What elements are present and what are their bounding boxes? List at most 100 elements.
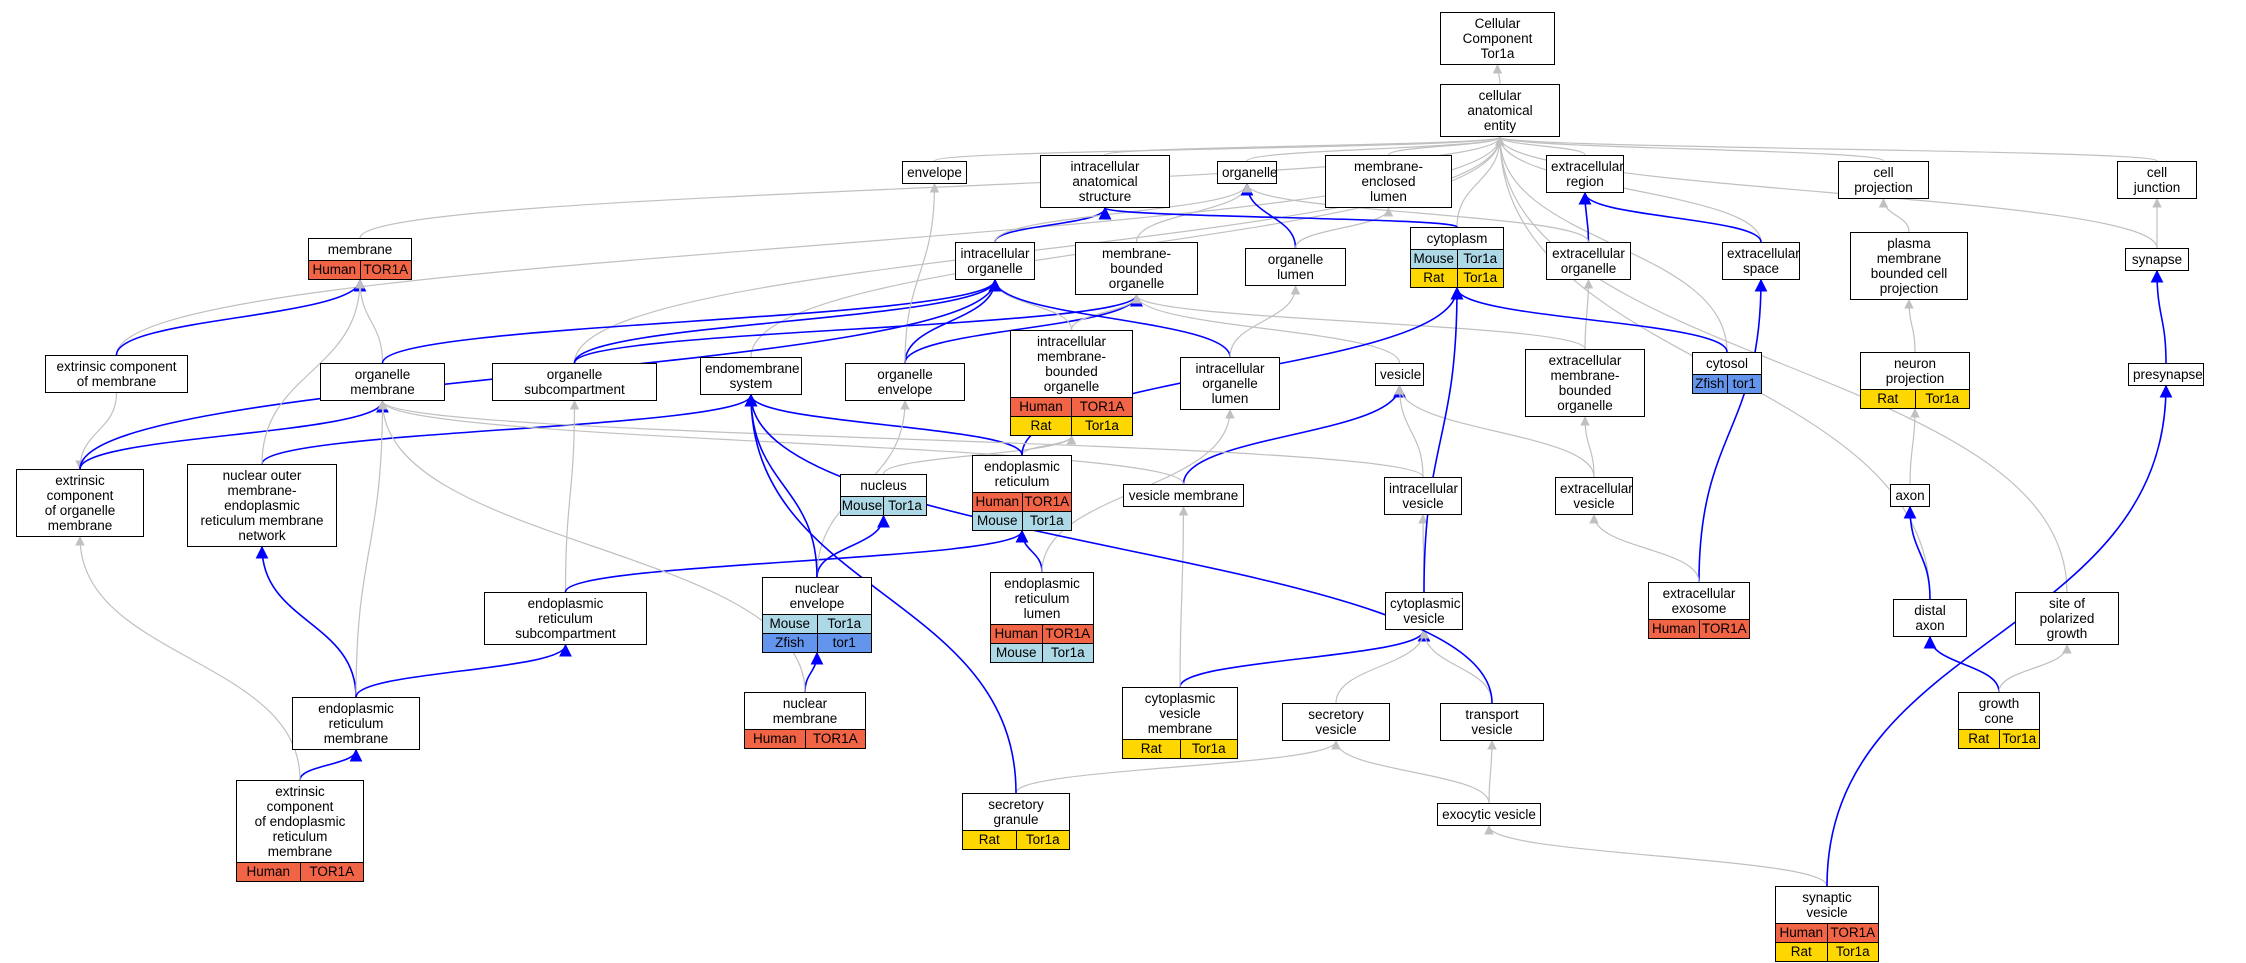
go-term-nomern[interactable]: nuclear outer membrane-endoplasmic retic… <box>187 464 337 547</box>
edge-growthcone-to-distaxon <box>1923 635 2000 693</box>
term-label: extracellular region <box>1551 159 1624 189</box>
edge-icves-to-orgmem <box>377 400 1424 478</box>
edge-axon-to-neuproj <box>1909 408 1920 485</box>
go-term-ecspace[interactable]: extracellular space <box>1722 242 1800 280</box>
go-term-presyn[interactable]: presynapse <box>2128 363 2204 386</box>
go-term-synapse[interactable]: synapse <box>2125 248 2189 271</box>
go-term-pmbcp[interactable]: plasma membrane bounded cell projection <box>1850 232 1968 300</box>
go-term-organelle[interactable]: organelle <box>1217 161 1278 184</box>
go-term-axon[interactable]: axon <box>1890 484 1930 507</box>
go-term-vesmem[interactable]: vesicle membrane <box>1123 484 1244 507</box>
go-term-ecr[interactable]: extracellular region <box>1546 155 1624 193</box>
term-label: endoplasmic reticulum subcompartment <box>515 596 616 641</box>
go-term-sopg[interactable]: site of polarized growth <box>2015 592 2119 645</box>
term-label: Cellular Component Tor1a <box>1462 16 1533 61</box>
species-cell: Mouse <box>769 616 811 631</box>
go-term-imbo[interactable]: intracellular membrane-bounded organelle… <box>1010 330 1133 436</box>
term-label: nucleus <box>860 478 907 493</box>
go-term-orgsub[interactable]: organelle subcompartment <box>492 363 657 401</box>
edge-vesmem-to-vesicle <box>1182 384 1406 485</box>
term-label: organelle <box>1222 165 1278 180</box>
species-cell: Rat <box>1877 391 1899 406</box>
go-term-icves[interactable]: intracellular vesicle <box>1384 477 1462 515</box>
term-label: nuclear outer membrane-endoplasmic retic… <box>200 468 324 543</box>
species-cell: Rat <box>1423 270 1445 285</box>
term-label: axon <box>1895 488 1925 503</box>
edge-cvm-to-cytves <box>1179 628 1431 688</box>
go-term-orgmem[interactable]: organelle membrane <box>320 363 445 401</box>
go-term-vesicle[interactable]: vesicle <box>1375 363 1424 386</box>
go-term-endosys[interactable]: endomembrane system <box>700 357 802 395</box>
go-term-exoves[interactable]: exocytic vesicle <box>1437 803 1541 826</box>
go-term-root[interactable]: Cellular Component Tor1a <box>1440 12 1555 65</box>
go-term-ecorg[interactable]: extracellular organelle <box>1546 242 1631 280</box>
term-label: growth cone <box>1978 696 2020 726</box>
edge-ecves-to-embo <box>1580 416 1595 478</box>
species-cell: Rat <box>1030 418 1052 433</box>
edge-intorg-to-ias <box>994 206 1112 243</box>
edge-pmbcp-to-cellproj <box>1878 198 1910 233</box>
edge-transves-to-cytves <box>1419 629 1493 704</box>
edge-intorg-to-organelle <box>994 183 1252 243</box>
go-term-ecerm[interactable]: extrinsic component of endoplasmic retic… <box>236 780 364 882</box>
go-term-orglumen[interactable]: organelle lumen <box>1245 248 1346 286</box>
edge-transves-to-endosys <box>744 393 1493 704</box>
go-term-iol[interactable]: intracellular organelle lumen <box>1180 357 1280 410</box>
gene-cell: Tor1a <box>1998 730 2040 748</box>
go-term-cellproj[interactable]: cell projection <box>1838 161 1929 199</box>
go-term-ersub[interactable]: endoplasmic reticulum subcompartment <box>484 592 647 645</box>
species-cell: Mouse <box>976 513 1018 528</box>
edge-ecorg-to-organelle <box>1242 183 1590 243</box>
term-label: vesicle membrane <box>1128 488 1239 503</box>
edge-cytosol-to-cytoplasm <box>1450 286 1728 353</box>
go-term-mel[interactable]: membrane-enclosed lumen <box>1325 155 1452 208</box>
term-label: cytoplasmic vesicle membrane <box>1144 691 1216 736</box>
edge-ecspace-to-cae <box>1495 136 1762 243</box>
go-term-embo[interactable]: extracellular membrane-bounded organelle <box>1525 349 1645 417</box>
edge-nucenv-to-nucleus <box>816 514 890 578</box>
go-term-secves[interactable]: secretory vesicle <box>1282 703 1390 741</box>
go-term-intorg[interactable]: intracellular organelle <box>955 242 1035 280</box>
gene-cell: Tor1a <box>1456 269 1504 287</box>
edge-ecorg-to-ecr <box>1578 191 1592 243</box>
go-term-ecom[interactable]: extrinsic component of organelle membran… <box>16 469 144 537</box>
go-term-transves[interactable]: transport vesicle <box>1440 703 1544 741</box>
gene-cell: Tor1a <box>883 497 926 515</box>
term-label: extracellular space <box>1727 246 1800 276</box>
go-term-ermem[interactable]: endoplasmic reticulum membrane <box>292 697 420 750</box>
go-term-celljunc[interactable]: cell junction <box>2117 161 2197 199</box>
go-term-cytves[interactable]: cytoplasmic vesicle <box>1385 592 1463 630</box>
edge-ermem-to-nomern <box>255 545 357 698</box>
go-term-orgenv[interactable]: organelle envelope <box>845 363 965 401</box>
go-term-mbo[interactable]: membrane-bounded organelle <box>1075 242 1198 295</box>
term-label: presynapse <box>2133 367 2203 382</box>
term-label: cellular anatomical entity <box>1467 88 1533 133</box>
go-term-ias[interactable]: intracellular anatomical structure <box>1040 155 1170 208</box>
edge-nucmem-to-orgmem <box>377 400 806 693</box>
edge-ersub-to-er <box>564 529 1029 593</box>
term-label: extracellular membrane-bounded organelle <box>1548 353 1622 413</box>
go-term-envelope[interactable]: envelope <box>902 161 967 184</box>
go-term-ecves[interactable]: extracellular vesicle <box>1555 477 1633 515</box>
go-term-ecm[interactable]: extrinsic component of membrane <box>45 355 188 393</box>
go-term-distaxon[interactable]: distal axon <box>1893 599 1967 637</box>
edge-ecspace-to-ecr <box>1578 191 1762 243</box>
go-term-cae[interactable]: cellular anatomical entity <box>1440 84 1560 137</box>
edge-cytoplasm-to-cae <box>1456 136 1505 228</box>
